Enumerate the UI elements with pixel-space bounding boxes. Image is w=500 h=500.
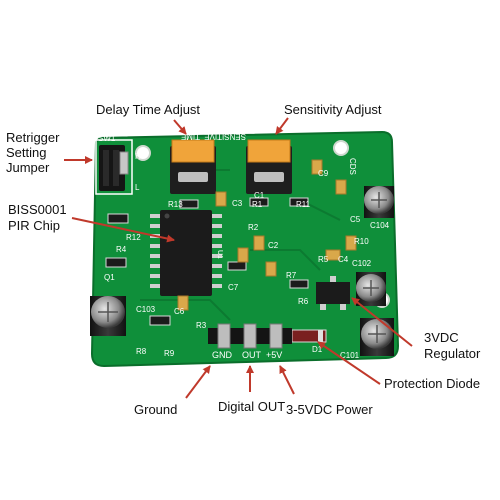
capacitor-c102 [356,272,386,306]
silk-r10: R10 [354,237,369,246]
label-retrigger-line2: Setting [6,145,46,160]
silk-q1: Q1 [104,273,115,282]
silk-c1: C1 [254,191,265,200]
label-regulator-line2: Regulator [424,346,481,361]
silk-r12: R12 [126,233,141,242]
silk-c5: C5 [350,215,361,224]
silk-r7: R7 [286,271,297,280]
regulator-3vdc [316,276,350,310]
label-sensitivity-adjust: Sensitivity Adjust [284,102,382,117]
silk-r9: R9 [164,349,175,358]
silk-c6: C6 [174,307,185,316]
protection-diode [291,329,327,343]
label-biss-line2: PIR Chip [8,218,60,233]
label-ground: Ground [134,402,177,417]
silk-c102: C102 [352,259,372,268]
capacitor-c104 [364,186,394,218]
silk-c2: C2 [268,241,279,250]
arrow-delay-time [173,119,187,135]
biss0001-chip: U1 [150,210,223,296]
label-retrigger-line1: Retrigger [6,130,60,145]
silk-r2: R2 [248,223,259,232]
silk-sensitive: SENSITIVE [204,132,246,141]
sensitivity-pot: SENSITIVE [204,132,292,194]
silk-plus5v: +5V [266,350,282,360]
label-digital-out: Digital OUT [218,399,285,414]
arrow-ground [185,365,211,399]
silk-r1: R1 [252,200,263,209]
label-biss-line1: BISS0001 [8,202,67,217]
silk-c103: C103 [136,305,156,314]
silk-r13: R13 [168,200,183,209]
annotation-arrows [64,117,413,399]
silk-r11: R11 [296,200,311,209]
silk-r3: R3 [196,321,207,330]
silk-c104: C104 [370,221,390,230]
capacitor-c103 [90,296,126,336]
silk-r5: R5 [318,255,329,264]
silk-cds: CDS [348,158,357,175]
arrow-regulator [351,297,413,347]
mounting-hole [333,140,349,156]
silk-c7: C7 [228,283,239,292]
silk-out: OUT [242,350,262,360]
label-retrigger-line3: Jumper [6,160,50,175]
delay-time-pot: TIME [170,132,216,194]
capacitor-c101 [360,318,394,356]
silk-r6: R6 [298,297,309,306]
arrow-power [279,365,295,395]
silk-time: TIME [181,132,200,141]
silk-jumper-l: L [135,183,140,192]
header-pins: GND OUT +5V [208,323,292,360]
silk-u1: U1 [216,250,223,259]
callout-labels: Delay Time Adjust Sensitivity Adjust Ret… [6,102,481,417]
silk-c4: C4 [338,255,349,264]
silk-d1: D1 [312,345,323,354]
silkscreen-labels: R13 R1 C3 R11 R12 R2 C2 R4 R7 R5 C4 R6 C… [104,158,390,360]
silk-c101: C101 [340,351,360,360]
silk-c3: C3 [232,199,243,208]
silk-jumper-h: H [135,152,141,161]
label-regulator-line1: 3VDC [424,330,459,345]
silk-r8: R8 [136,347,147,356]
silk-r4: R4 [116,245,127,254]
silk-gnd: GND [212,350,233,360]
arrow-protection-diode [317,341,381,385]
smd-components [105,159,357,326]
mounting-hole [135,145,151,161]
label-protection-diode: Protection Diode [384,376,480,391]
label-delay-time-adjust: Delay Time Adjust [96,102,200,117]
label-power: 3-5VDC Power [286,402,373,417]
silk-sw1: SW1 [98,134,116,143]
arrow-sensitivity [275,117,289,135]
retrigger-jumper: SW1 H L [95,134,141,195]
silk-c9: C9 [318,169,329,178]
arrow-biss-chip [71,217,175,243]
